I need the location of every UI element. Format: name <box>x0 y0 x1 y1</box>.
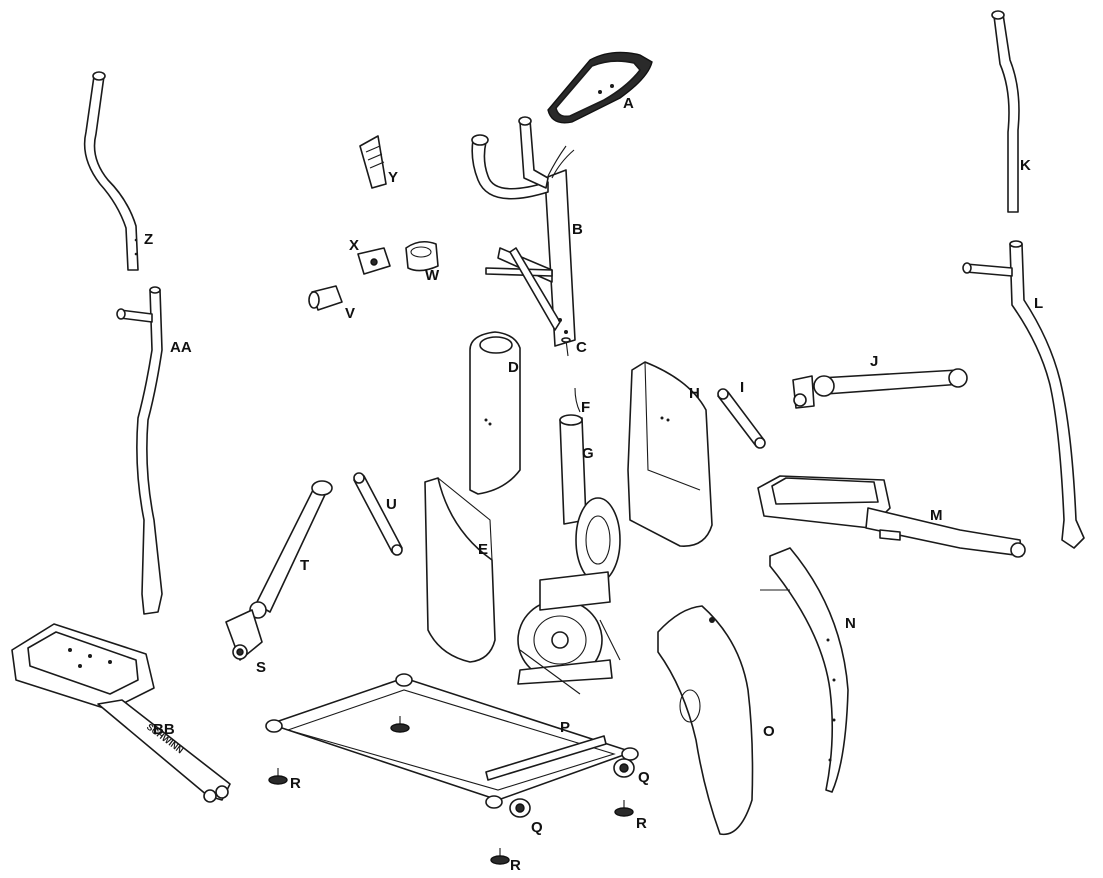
label-c: C <box>576 339 587 356</box>
part-bb-pedal: SCHWINN <box>11 623 231 803</box>
part-i-link <box>717 388 766 449</box>
part-aa-handle <box>116 286 163 615</box>
label-a: A <box>623 95 634 112</box>
label-v: V <box>345 305 356 322</box>
label-t: T <box>300 557 310 574</box>
part-d-cover <box>469 331 521 495</box>
label-f: F <box>581 399 591 416</box>
part-q-wheel-1 <box>613 758 635 778</box>
label-z: Z <box>144 231 154 248</box>
part-z-handle <box>83 71 139 271</box>
label-r-3: R <box>510 857 521 874</box>
part-j-arm <box>792 368 968 409</box>
part-o-shroud <box>657 605 754 836</box>
label-k: K <box>1020 157 1031 174</box>
part-e-cover <box>424 477 496 663</box>
label-r-2: R <box>636 815 647 832</box>
label-y: Y <box>388 169 399 186</box>
part-t-arm <box>249 480 333 619</box>
label-x: X <box>349 237 360 254</box>
label-e: E <box>478 541 489 558</box>
part-y-bracket <box>359 135 387 189</box>
label-r-1: R <box>290 775 301 792</box>
part-c-bolt <box>561 337 571 357</box>
label-q-2: Q <box>531 819 543 836</box>
label-b: B <box>572 221 583 238</box>
part-f-rod <box>574 387 581 413</box>
part-s-joint <box>225 609 263 661</box>
label-bb: BB <box>153 721 175 738</box>
part-q-wheel-2 <box>509 798 531 818</box>
label-d: D <box>508 359 519 376</box>
label-n: N <box>845 615 856 632</box>
part-u-link <box>353 472 403 556</box>
part-r-foot-1 <box>268 768 288 785</box>
part-a-console <box>547 51 653 124</box>
part-k-handle <box>991 10 1020 213</box>
label-p: P <box>560 719 571 736</box>
part-l-handle <box>962 240 1085 549</box>
part-b-upright <box>471 116 576 347</box>
label-o: O <box>763 723 775 740</box>
label-s: S <box>256 659 267 676</box>
label-q-1: Q <box>638 769 650 786</box>
label-aa: AA <box>170 339 192 356</box>
part-g-drive-assembly <box>517 414 621 695</box>
part-p-base <box>265 673 639 809</box>
part-h-cover <box>627 361 713 547</box>
part-r-foot-base <box>390 716 410 733</box>
label-m: M <box>930 507 943 524</box>
part-v-cap <box>308 285 343 311</box>
part-w-cap <box>405 240 439 272</box>
label-i: I <box>740 379 745 396</box>
label-l: L <box>1034 295 1044 312</box>
part-n-shroud <box>760 547 849 793</box>
part-r-foot-2 <box>614 800 634 817</box>
label-g: G <box>582 445 594 462</box>
label-j: J <box>870 353 879 370</box>
label-w: W <box>425 267 440 284</box>
label-u: U <box>386 496 397 513</box>
label-h: H <box>689 385 700 402</box>
part-m-pedal <box>757 475 1026 558</box>
part-x-cap <box>357 247 391 275</box>
part-r-foot-3 <box>490 848 510 865</box>
